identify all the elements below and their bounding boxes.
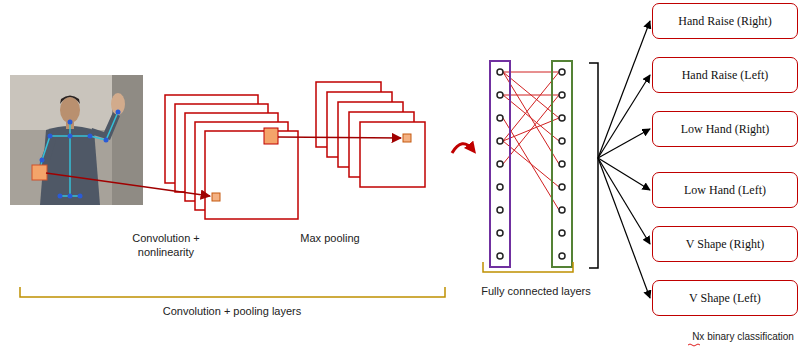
class-box: V Shape (Left) — [652, 280, 798, 316]
fc-neurons — [497, 69, 503, 75]
pose-joints — [104, 138, 109, 143]
fc-connections — [503, 95, 559, 141]
fc-connections — [503, 72, 559, 118]
fc-neurons — [559, 184, 565, 190]
input-photo — [90, 112, 120, 140]
fc-neurons — [559, 69, 565, 75]
group-bracket — [20, 287, 445, 297]
caption-label: Fully connected layers — [466, 284, 606, 298]
conv-feature-maps — [165, 95, 298, 219]
fc-neurons — [497, 207, 503, 213]
output-arrows — [598, 21, 650, 158]
class-box: Hand Raise (Right) — [652, 3, 798, 39]
fc-neurons — [559, 161, 565, 167]
pose-joints — [48, 134, 53, 139]
fc-neurons — [497, 69, 565, 259]
output-arrows — [598, 158, 650, 190]
fc-connections — [503, 95, 559, 96]
input-photo — [10, 75, 143, 205]
class-label: Low Hand (Right) — [681, 122, 770, 136]
output-arrows — [598, 129, 650, 158]
fc-connections — [503, 118, 559, 210]
fc-neurons — [559, 253, 565, 259]
class-label: Hand Raise (Left) — [682, 68, 769, 82]
receptive-field — [32, 165, 47, 180]
class-label: Low Hand (Left) — [684, 183, 766, 197]
conv-feature-maps — [205, 131, 298, 219]
pose-joints — [78, 194, 83, 199]
flatten-arrow — [452, 144, 473, 153]
pose-joints — [58, 194, 63, 199]
pose-skeleton — [69, 122, 71, 196]
fc-neurons — [497, 161, 503, 167]
pose-joints — [68, 194, 73, 199]
fc-neurons — [559, 115, 565, 121]
fc-neurons — [559, 207, 565, 213]
output-arrows — [598, 75, 650, 158]
fc-layer-2 — [552, 61, 572, 267]
mapping-arrow — [46, 173, 210, 196]
output-arrows — [598, 21, 650, 298]
class-label: Hand Raise (Right) — [678, 14, 771, 28]
class-box: V Shape (Right) — [652, 226, 798, 262]
group-bracket — [483, 262, 573, 272]
pose-joints — [40, 158, 45, 163]
spell-underline — [688, 344, 700, 346]
fc-connections — [503, 72, 559, 141]
pose-joints — [116, 110, 121, 115]
class-box: Low Hand (Left) — [652, 172, 798, 208]
fc-neurons — [497, 253, 503, 259]
pooling-window — [264, 128, 278, 144]
fc-neurons — [497, 184, 503, 190]
fc-neurons — [497, 230, 503, 236]
caption-label: Nx binary classification — [688, 330, 798, 343]
fc-neurons — [559, 92, 565, 98]
fc-neurons — [497, 92, 503, 98]
fc-connections — [503, 72, 559, 73]
input-photo — [60, 96, 80, 105]
input-photo — [111, 93, 125, 115]
caption-label: Max pooling — [285, 231, 375, 245]
fc-connections — [503, 95, 559, 164]
fc-layer-1 — [490, 61, 510, 267]
pooled-feature-maps — [360, 122, 425, 187]
fc-connections — [503, 72, 559, 210]
caption-label: Convolution + pooling layers — [132, 304, 332, 318]
output-arrows — [598, 158, 650, 244]
output-arrows — [598, 158, 650, 298]
caption-label: Convolution + nonlinearity — [124, 231, 208, 260]
pose-joints — [88, 134, 93, 139]
pose-joints — [68, 120, 73, 125]
pose-skeleton — [40, 112, 118, 196]
output-bracket — [589, 63, 598, 268]
conv-output-cell — [212, 193, 220, 201]
fc-neurons — [559, 230, 565, 236]
fc-neurons — [559, 138, 565, 144]
pose-joints — [68, 134, 73, 139]
input-photo — [10, 75, 143, 205]
pooled-cell — [403, 134, 411, 142]
pose-joints — [38, 110, 121, 199]
class-label: V Shape (Left) — [689, 291, 761, 305]
fc-connections — [503, 72, 559, 164]
fc-neurons — [497, 138, 503, 144]
pooled-feature-maps — [316, 82, 425, 187]
class-label: V Shape (Right) — [686, 237, 764, 251]
class-box: Low Hand (Right) — [652, 111, 798, 147]
fc-neurons — [497, 115, 503, 121]
class-box: Hand Raise (Left) — [652, 57, 798, 93]
mapping-arrow — [278, 137, 401, 138]
pose-skeleton — [90, 112, 118, 140]
input-photo — [60, 97, 80, 123]
